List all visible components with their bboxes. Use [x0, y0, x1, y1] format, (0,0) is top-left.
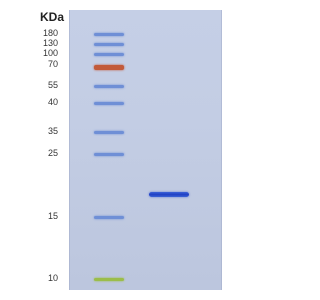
sample-protein-band — [149, 192, 189, 197]
marker-label-70: 70 — [47, 59, 58, 69]
ladder-band-130 — [94, 43, 124, 46]
sds-page-gel-figure: KDa 180 130 100 70 55 40 35 25 15 10 — [40, 10, 222, 290]
ladder-band-55 — [94, 85, 124, 88]
ladder-band-40 — [94, 102, 124, 105]
marker-label-130: 130 — [42, 38, 58, 48]
ladder-band-15 — [94, 216, 124, 219]
gel-background — [69, 10, 222, 290]
marker-label-40: 40 — [47, 97, 58, 107]
ladder-band-35 — [94, 131, 124, 134]
ladder-band-10 — [94, 278, 124, 281]
marker-label-25: 25 — [47, 148, 58, 158]
ladder-band-25 — [94, 153, 124, 156]
unit-label: KDa — [40, 10, 65, 24]
marker-label-15: 15 — [47, 211, 58, 221]
marker-label-10: 10 — [47, 273, 58, 283]
marker-label-55: 55 — [47, 80, 58, 90]
gel-right-edge — [221, 10, 222, 290]
ladder-band-100 — [94, 53, 124, 56]
ladder-band-70 — [94, 65, 124, 70]
ladder-band-180 — [94, 33, 124, 36]
marker-label-100: 100 — [42, 48, 58, 58]
marker-label-35: 35 — [47, 126, 58, 136]
marker-label-180: 180 — [42, 28, 58, 38]
gel-left-edge — [69, 10, 70, 290]
